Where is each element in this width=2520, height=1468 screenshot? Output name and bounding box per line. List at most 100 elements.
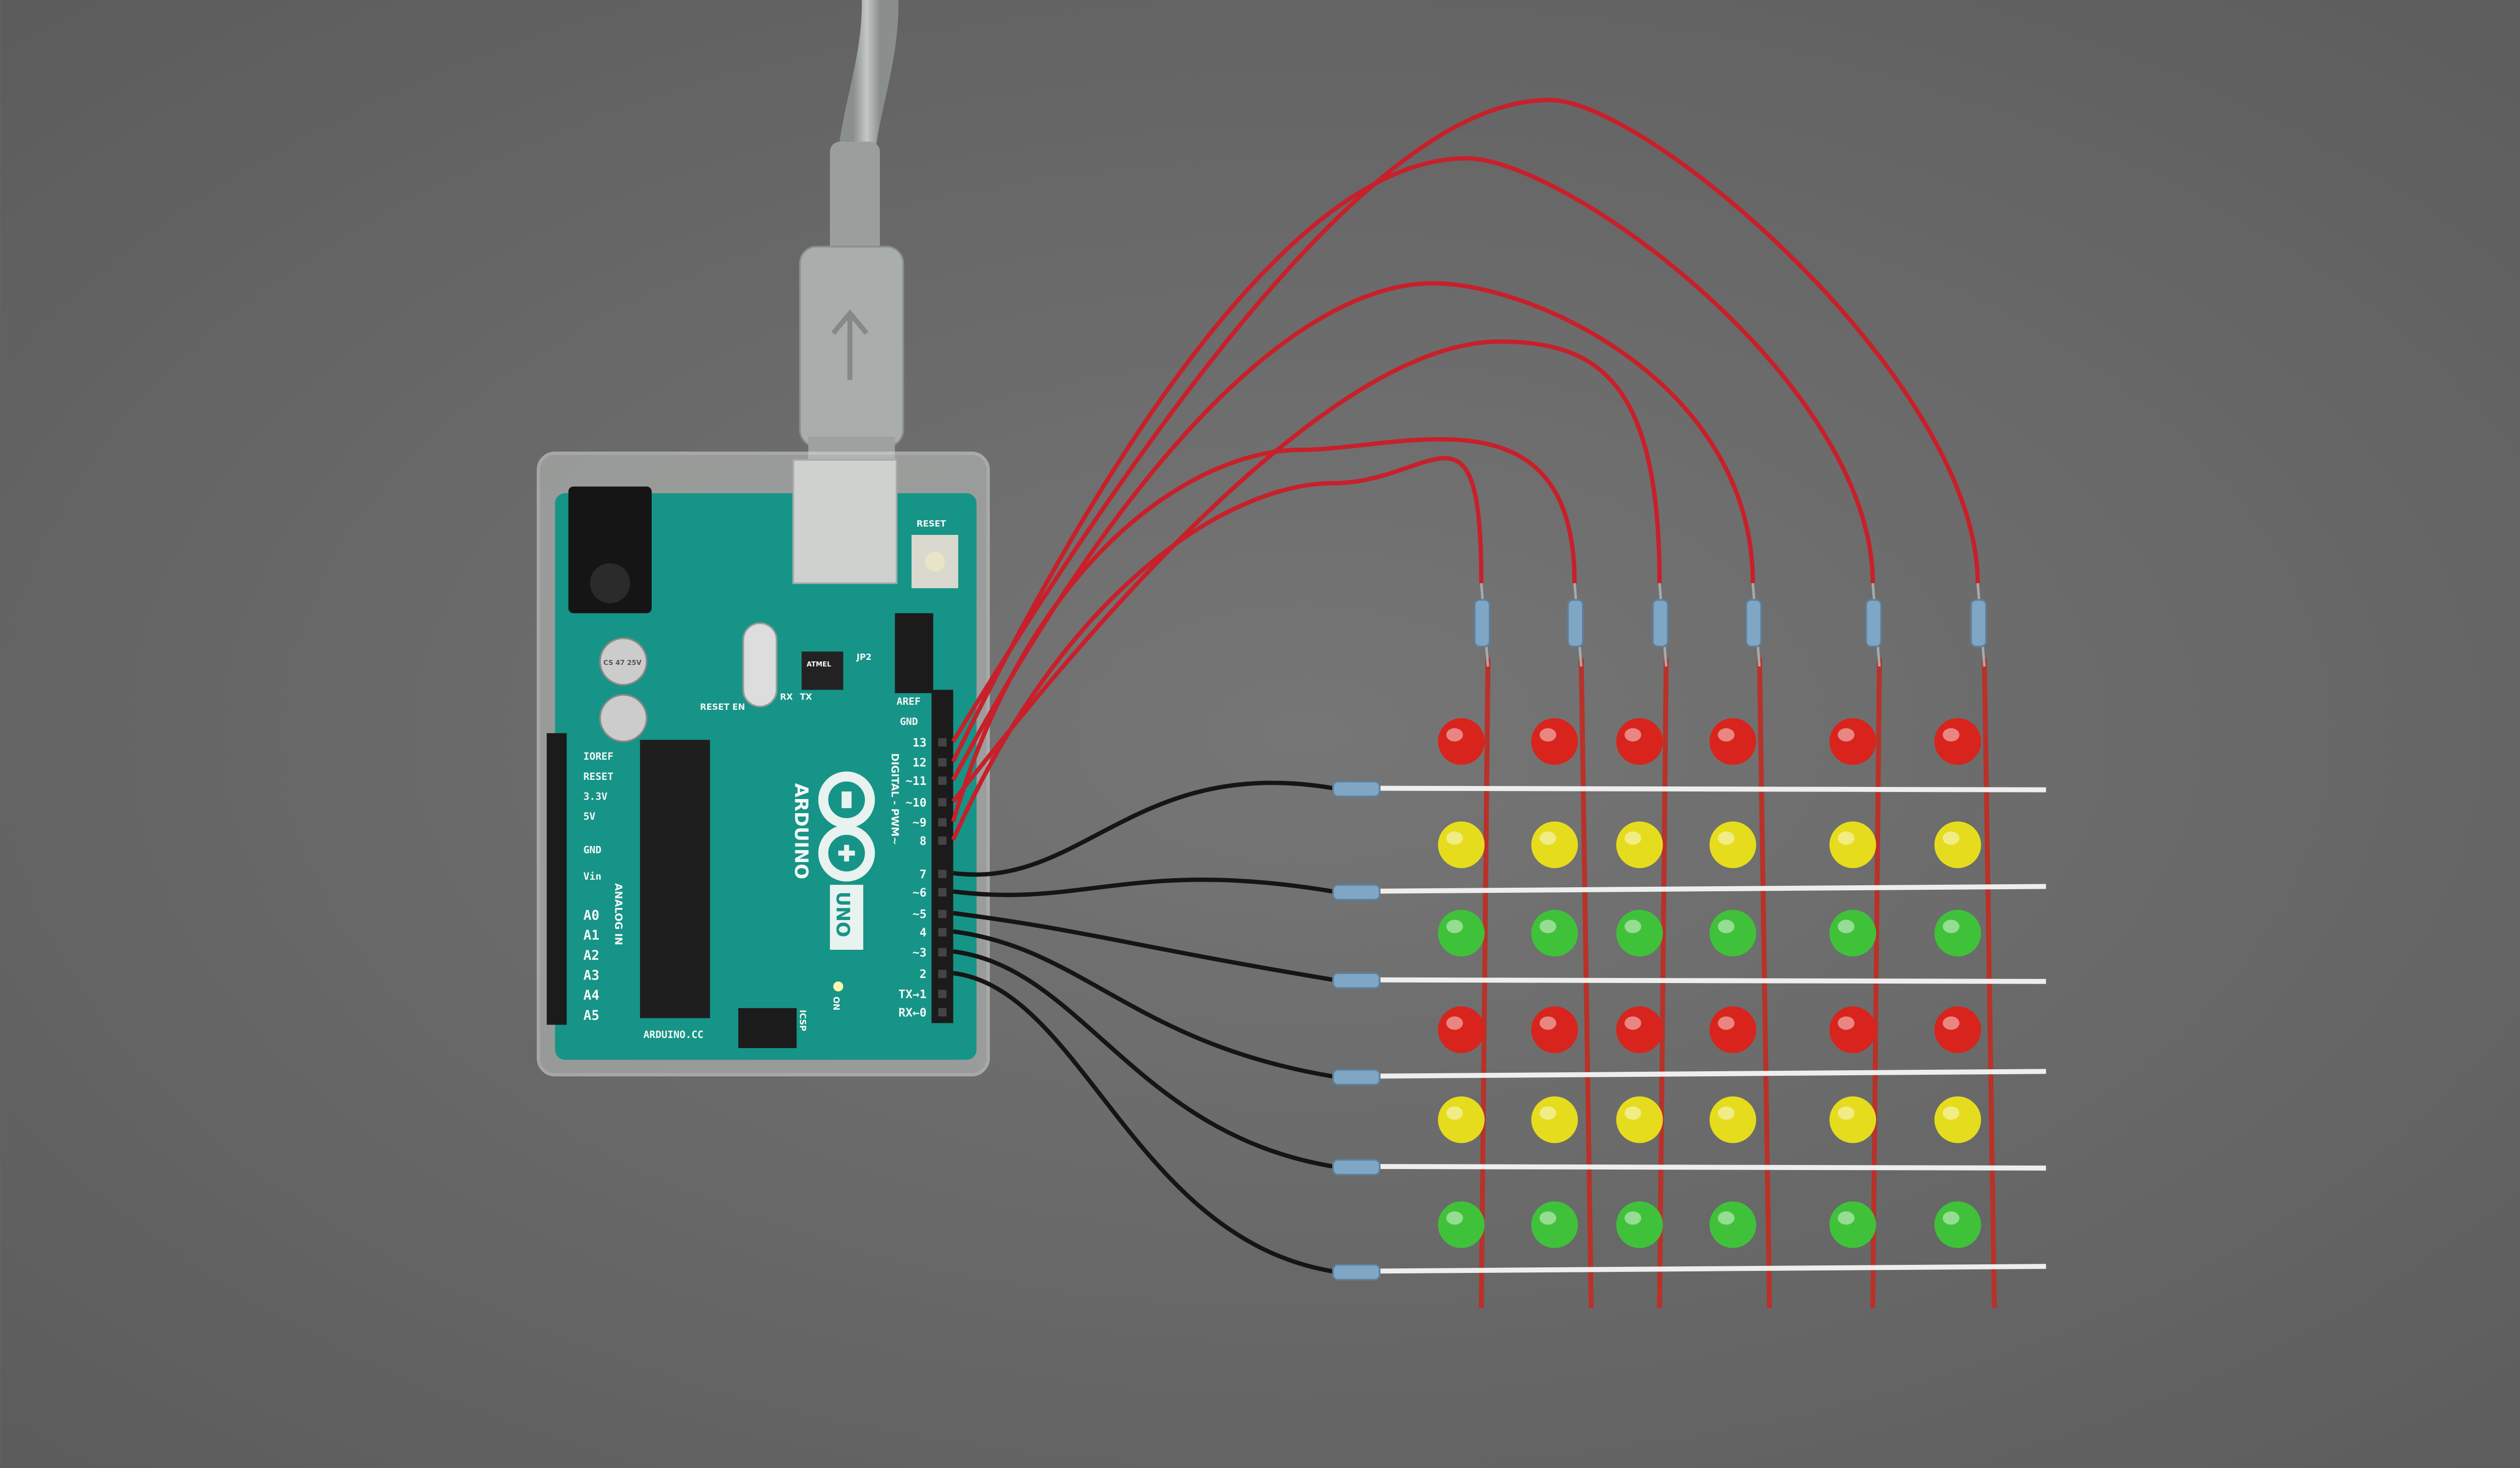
led-body — [1829, 1201, 1876, 1248]
digital-pin-socket — [938, 969, 947, 978]
led-highlight — [1624, 920, 1642, 933]
led-highlight — [1718, 1106, 1735, 1120]
led-green — [1709, 909, 1756, 957]
led-body — [1829, 718, 1876, 765]
led-matrix — [1332, 583, 2046, 1308]
led-highlight — [1446, 1106, 1463, 1120]
led-yellow — [1829, 1096, 1876, 1143]
led-highlight — [1838, 1211, 1855, 1225]
digital-pin-socket — [938, 870, 947, 878]
led-yellow — [1934, 1096, 1981, 1143]
red-column-wire — [951, 156, 1875, 763]
analog-pin-label: A2 — [583, 948, 599, 963]
led-green — [1829, 909, 1876, 957]
led-yellow — [1531, 1096, 1578, 1143]
black-row-wire — [953, 780, 1334, 877]
url-label: ARDUINO.CC — [643, 1029, 703, 1041]
icsp-header — [738, 1008, 797, 1049]
led-body — [1531, 909, 1578, 957]
power-pin-label: RESET — [583, 771, 613, 782]
led-body — [1934, 1096, 1981, 1143]
led-green — [1438, 1201, 1485, 1248]
digital-pin-label: TX→1 — [899, 988, 927, 1001]
led-yellow — [1531, 821, 1578, 869]
led-highlight — [1539, 728, 1556, 742]
row-conductor — [1333, 977, 2046, 984]
usb-b-connector — [792, 459, 898, 584]
led-green — [1531, 909, 1578, 957]
led-highlight — [1838, 728, 1855, 742]
black-row-wire — [953, 971, 1334, 1274]
row-resistor — [1332, 972, 1381, 989]
model-label: UNO — [832, 891, 854, 937]
power-led — [833, 981, 844, 992]
digital-pin-label: 4 — [919, 927, 926, 940]
brand-label: ARDUINO — [790, 783, 812, 880]
digital-pin-socket — [938, 888, 947, 897]
reset-en-label: RESET EN — [700, 702, 745, 712]
led-body — [1438, 718, 1485, 765]
led-body — [1438, 1006, 1485, 1053]
led-highlight — [1539, 1211, 1556, 1225]
row-conductor — [1333, 1069, 2046, 1079]
led-red — [1438, 718, 1485, 765]
led-highlight — [1838, 1106, 1855, 1120]
black-row-wire — [953, 949, 1334, 1169]
column-resistor — [1567, 599, 1584, 648]
digital-pin-label: 12 — [913, 756, 927, 769]
led-highlight — [1942, 728, 1960, 742]
led-highlight — [1718, 1211, 1735, 1225]
analog-pin-label: A3 — [583, 968, 599, 984]
row-conductor — [1333, 1164, 2046, 1171]
digital-pin-label: 8 — [919, 835, 926, 848]
led-green — [1616, 1201, 1663, 1248]
power-pin-label: 5V — [583, 811, 595, 822]
led-body — [1934, 1006, 1981, 1053]
led-yellow — [1709, 1096, 1756, 1143]
power-pin-label: GND — [583, 844, 601, 855]
row-resistor — [1332, 1158, 1381, 1176]
led-highlight — [1446, 831, 1463, 845]
row-resistor — [1332, 1264, 1381, 1281]
led-highlight — [1718, 920, 1735, 933]
led-red — [1934, 1006, 1981, 1053]
digital-pin-label: ~3 — [913, 946, 927, 959]
led-body — [1531, 1201, 1578, 1248]
row-resistor — [1332, 780, 1381, 798]
led-green — [1438, 909, 1485, 957]
red-column-wire — [951, 281, 1755, 781]
led-red — [1709, 718, 1756, 765]
led-highlight — [1942, 920, 1960, 933]
digital-pin-socket — [938, 990, 947, 998]
led-green — [1829, 1201, 1876, 1248]
led-body — [1709, 1006, 1756, 1053]
gnd-label: GND — [900, 716, 918, 727]
row-resistor — [1332, 884, 1381, 901]
analog-pin-label: A0 — [583, 908, 599, 924]
led-body — [1709, 909, 1756, 957]
led-red — [1829, 718, 1876, 765]
digital-pin-label: ~10 — [906, 797, 927, 810]
led-highlight — [1718, 831, 1735, 845]
led-body — [1616, 821, 1663, 869]
led-body — [1616, 1096, 1663, 1143]
led-body — [1829, 1096, 1876, 1143]
digital-pin-socket — [938, 836, 947, 845]
led-body — [1709, 1096, 1756, 1143]
led-red — [1616, 1006, 1663, 1053]
power-pin-label: IOREF — [583, 751, 613, 762]
led-red — [1531, 718, 1578, 765]
led-highlight — [1539, 1106, 1556, 1120]
row-conductor — [1333, 884, 2046, 894]
led-highlight — [1942, 1106, 1960, 1120]
power-jack — [568, 486, 652, 614]
led-highlight — [1539, 831, 1556, 845]
jp2-label: JP2 — [856, 652, 872, 662]
led-green — [1934, 909, 1981, 957]
capacitor — [599, 637, 648, 743]
digital-pin-label: RX←0 — [899, 1006, 927, 1019]
power-analog-header — [546, 733, 567, 1025]
usb-chip — [801, 651, 844, 690]
model-badge — [830, 885, 863, 950]
wiring — [951, 98, 1980, 1274]
